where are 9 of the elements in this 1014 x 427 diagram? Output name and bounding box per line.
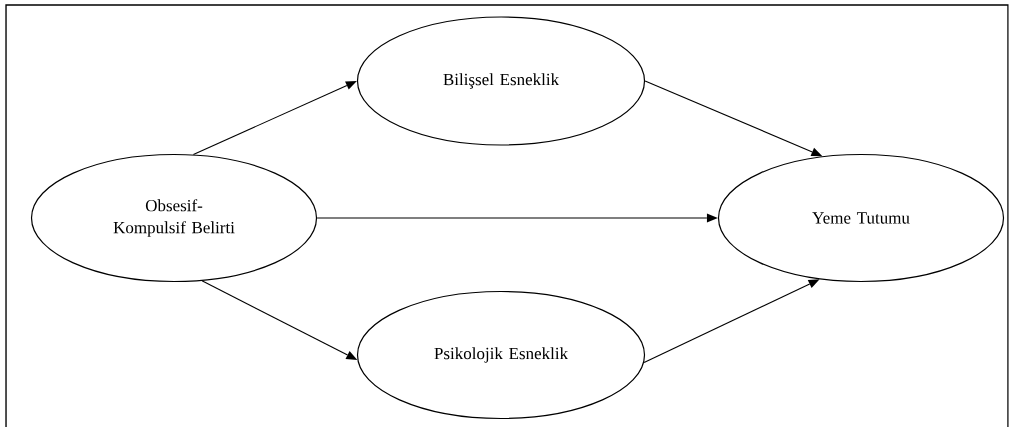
arrow [201,280,358,360]
ellipse-node: Obsesif-Kompulsif Belirti [30,153,318,283]
arrow [192,81,357,156]
ellipse-node: Yeme Tutumu [717,153,1005,283]
arrow [316,213,718,223]
ellipse-node: Psikolojik Esneklik [356,290,646,420]
arrow [643,279,820,364]
arrow [644,80,823,157]
ellipse-node: Bilişsel Esneklik [356,16,646,146]
